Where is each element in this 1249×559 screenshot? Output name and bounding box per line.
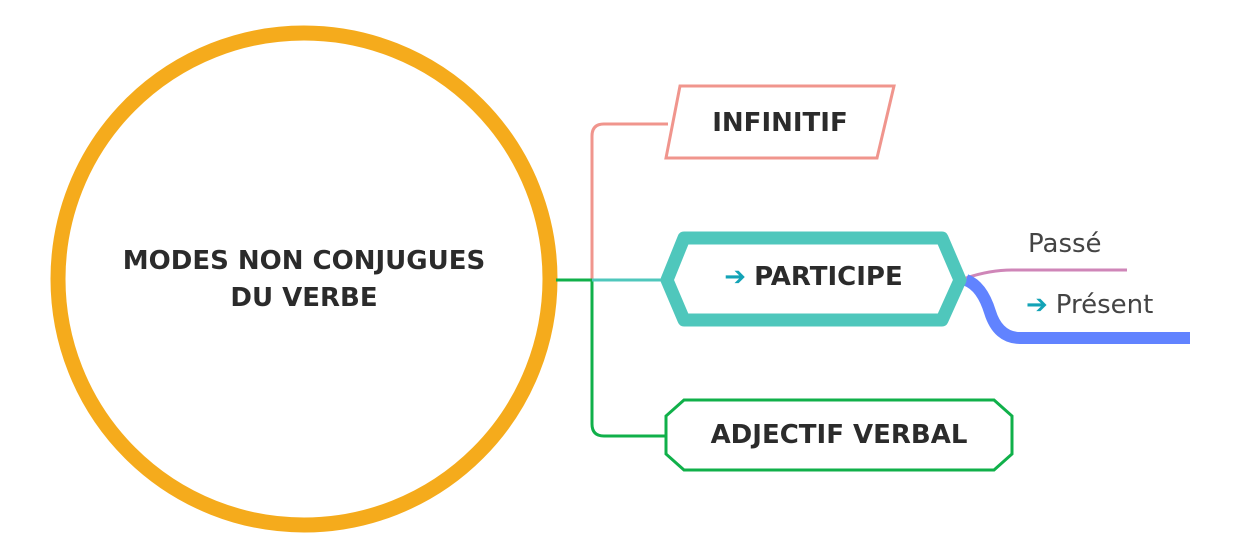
infinitif-label: INFINITIF — [712, 108, 848, 138]
present-label[interactable]: ➔Présent — [1026, 290, 1153, 320]
adjectif-node-shape[interactable] — [664, 398, 1014, 472]
arrow-right-icon: ➔ — [1026, 290, 1048, 320]
central-node-label: MODES NON CONJUGUES DU VERBE — [104, 243, 504, 317]
connector-infinitif — [590, 122, 668, 280]
infinitif-node-shape[interactable] — [664, 84, 896, 160]
central-line-2: DU VERBE — [230, 283, 378, 313]
participe-text: PARTICIPE — [754, 262, 903, 292]
central-line-1: MODES NON CONJUGUES — [122, 246, 486, 276]
arrow-right-icon: ➔ — [724, 262, 747, 292]
central-node-circle[interactable] — [50, 25, 558, 533]
connector-passe — [965, 268, 1127, 280]
participe-node-shape[interactable] — [660, 231, 967, 327]
passe-label[interactable]: Passé — [1028, 229, 1102, 259]
connector-present — [963, 274, 1190, 344]
adjectif-label: ADJECTIF VERBAL — [710, 420, 968, 450]
connector-adjectif — [556, 278, 666, 438]
present-text: Présent — [1055, 290, 1154, 320]
participe-label: ➔PARTICIPE — [667, 262, 960, 292]
